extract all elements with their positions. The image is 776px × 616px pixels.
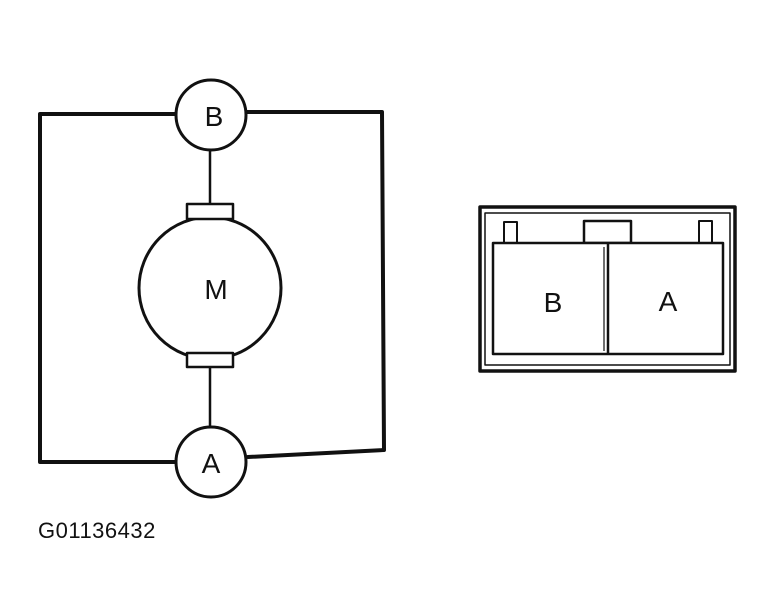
connector-housing: [478, 205, 737, 373]
motor-brush-top: [185, 202, 235, 221]
connector-face: [478, 205, 737, 373]
figure-code: G01136432: [38, 518, 156, 543]
connector-cavity-a-label: A: [659, 286, 678, 317]
motor-schematic: [38, 78, 386, 499]
terminal-a-label: A: [202, 448, 221, 479]
connector-pin-left: [503, 221, 518, 245]
terminal-b-label: B: [205, 101, 224, 132]
connector-inner-lip: [484, 212, 731, 366]
motor-brush-bottom: [185, 351, 235, 369]
loop-wire-right: [244, 110, 386, 459]
loop-wire-left: [38, 112, 178, 464]
terminal-a-circle: [174, 425, 248, 499]
terminal-b-circle: [174, 78, 248, 152]
connector-pin-right: [698, 220, 713, 244]
connector-lock-tab: [582, 219, 633, 245]
connector-cavity-b-label: B: [544, 287, 563, 318]
motor-label: M: [204, 274, 227, 305]
